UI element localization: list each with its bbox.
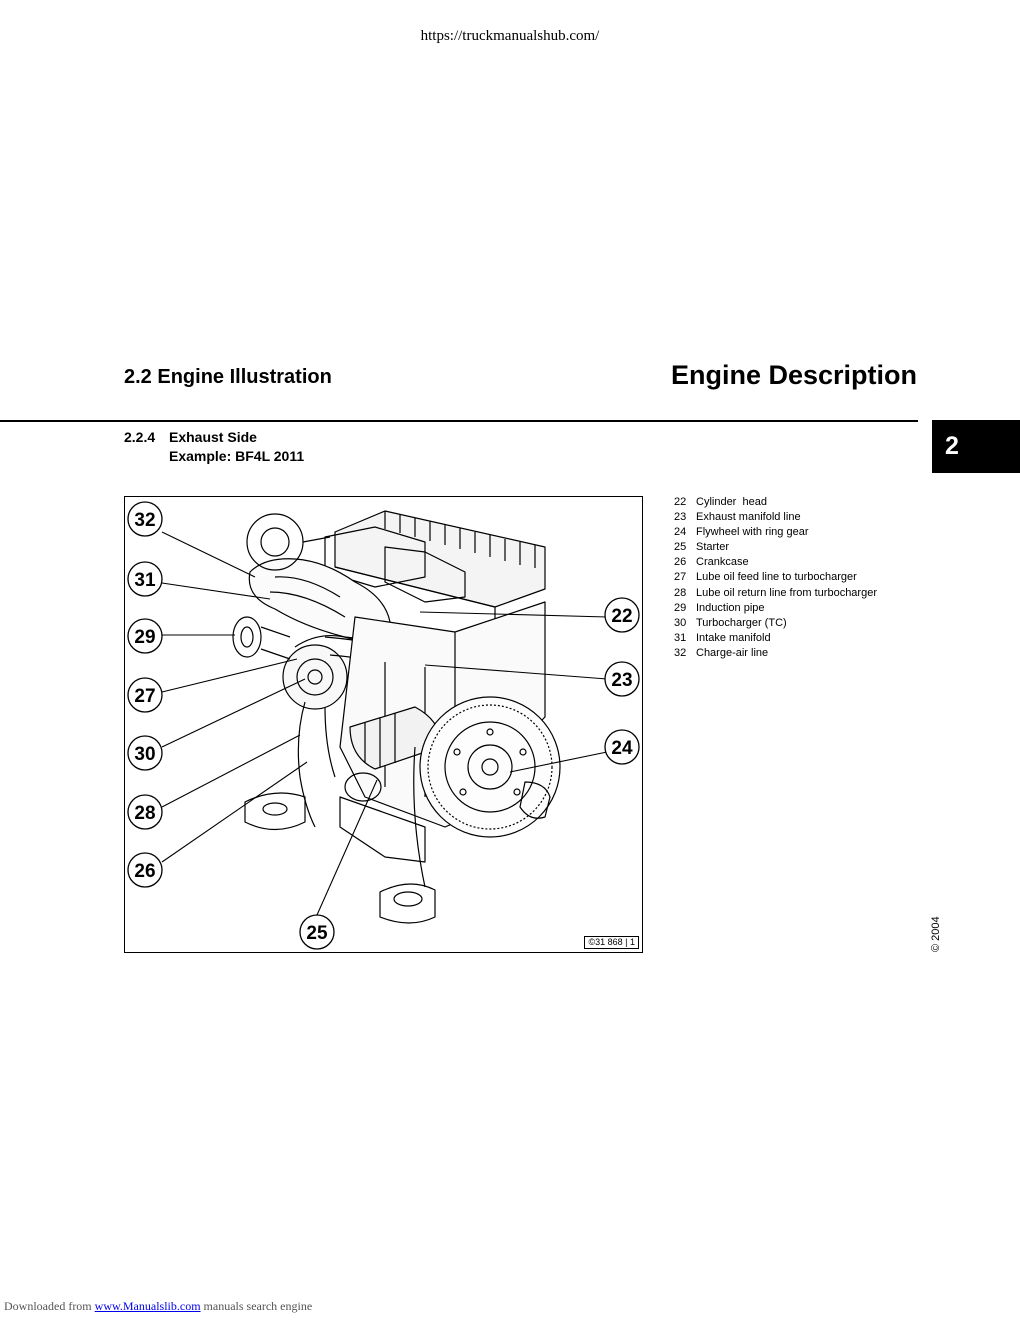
callout-circle (127, 852, 163, 888)
callout-circle (127, 501, 163, 537)
legend-number: 28 (674, 586, 687, 599)
legend-item: 26 Crankcase (674, 555, 877, 570)
legend-item: 24 Flywheel with ring gear (674, 525, 877, 540)
header-rule (0, 420, 918, 422)
legend-item: 31 Intake manifold (674, 631, 877, 646)
legend-number: 29 (674, 601, 687, 614)
callout-circle (604, 729, 640, 765)
callout-number: 24 (611, 738, 633, 759)
callout-circle (127, 677, 163, 713)
engine-illustration: 32 31 29 27 30 28 26 25 22 23 24 ©31 868 | 1 (124, 496, 643, 953)
legend-label: Lube oil feed line to turbocharger (696, 571, 857, 584)
legend-label: Crankcase (696, 556, 749, 569)
callout-leaders (161, 531, 608, 916)
callout-number: 22 (611, 606, 632, 627)
legend-label: Turbocharger (TC) (696, 616, 787, 629)
subsection-example: Example: BF4L 2011 (169, 448, 305, 464)
copyright: © 2004 (930, 916, 942, 952)
callout-number: 28 (134, 803, 155, 824)
chapter-tab: 2 (932, 420, 1020, 473)
callout-circle (604, 597, 640, 633)
legend-number: 24 (674, 526, 687, 539)
legend-number: 26 (674, 556, 687, 569)
legend-number: 27 (674, 571, 687, 584)
section-title: 2.2 Engine Illustration (124, 366, 332, 388)
legend-item: 30 Turbocharger (TC) (674, 616, 877, 631)
manualslib-link[interactable]: www.Manualslib.com (94, 1299, 201, 1313)
legend-number: 31 (674, 631, 687, 644)
chapter-title: Engine Description (670, 360, 917, 390)
callout-number: 23 (611, 670, 632, 691)
legend-label: Lube oil return line from turbocharger (696, 586, 877, 599)
callout-number: 31 (134, 570, 156, 591)
legend-label: Induction pipe (696, 601, 765, 614)
legend-number: 22 (674, 496, 687, 508)
engine-linework (232, 510, 561, 924)
callout-number: 26 (134, 861, 155, 882)
legend-item: 27 Lube oil feed line to turbocharger (674, 570, 877, 585)
legend-label: Starter (696, 541, 730, 554)
callout-number: 32 (134, 510, 155, 531)
legend-item: 22 Cylinder head (674, 495, 877, 510)
legend-label: Intake manifold (696, 631, 771, 644)
legend-item: 32 Charge-air line (674, 646, 877, 661)
callout-circle (127, 735, 163, 771)
callout-number: 29 (134, 627, 155, 648)
figure-code: ©31 868 | 1 (584, 936, 639, 949)
callout-circle (127, 561, 163, 597)
source-url: https://truckmanualshub.com/ (420, 28, 600, 44)
legend-label: Flywheel with ring gear (696, 526, 809, 539)
legend-item: 28 Lube oil return line from turbocharger (674, 586, 877, 601)
legend-number: 30 (674, 616, 687, 629)
callout-circle (127, 794, 163, 830)
download-footer: Downloaded from www.Manualslib.com manua… (4, 1299, 313, 1313)
callout-circle (604, 661, 640, 697)
legend-item: 29 Induction pipe (674, 601, 877, 616)
legend-number: 32 (674, 646, 687, 659)
callout-circle (299, 914, 335, 950)
legend-label: Cylinder head (696, 496, 767, 508)
callout-number: 30 (134, 744, 155, 765)
subsection-title: Exhaust Side (169, 429, 257, 445)
callout-circle (127, 618, 163, 654)
legend-number: 23 (674, 511, 687, 524)
legend-label: Charge-air line (696, 646, 769, 659)
legend-item: 23 Exhaust manifold line (674, 510, 877, 525)
callout-markers: 32 31 29 27 30 28 26 25 22 23 24 (127, 501, 640, 950)
callout-number: 27 (134, 686, 155, 707)
legend-item: 25 Starter (674, 540, 877, 555)
legend-number: 25 (674, 541, 687, 554)
engine-drawing: 32 31 29 27 30 28 26 25 22 23 24 (127, 501, 640, 950)
subsection-number: 2.2.4 (124, 429, 156, 445)
callout-number: 25 (306, 923, 328, 944)
legend-label: Exhaust manifold line (696, 511, 801, 524)
